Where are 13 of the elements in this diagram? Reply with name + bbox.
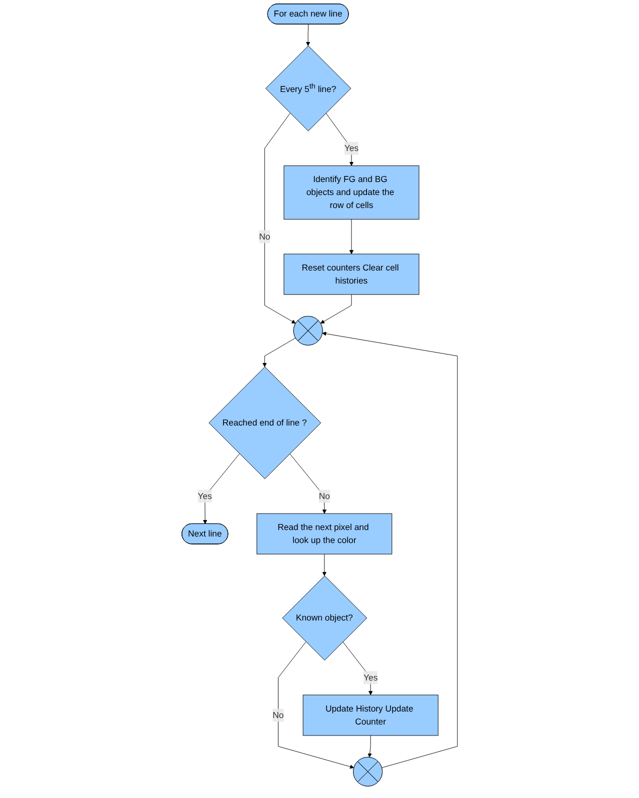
- node-diamond: Known object?: [282, 576, 367, 660]
- edge-label: Yes: [344, 143, 358, 153]
- edge-label: Yes: [363, 672, 378, 682]
- edge-label: No: [272, 710, 284, 720]
- node-box: Identify FG and BG objects and update the row of cells: [284, 165, 420, 220]
- node-box: Read the next pixel and look up the color: [256, 513, 392, 554]
- edge-label: No: [318, 491, 330, 501]
- node-diamond: Reached end of line ?: [208, 366, 321, 480]
- edge-label: No: [258, 232, 270, 242]
- node-box: Update History Update Counter: [302, 694, 438, 736]
- edge-label: Yes: [198, 491, 212, 501]
- node-diamond: Every 5$^{th}$ line?: [265, 46, 351, 132]
- node-box: Reset counters Clear cell histories: [284, 254, 420, 295]
